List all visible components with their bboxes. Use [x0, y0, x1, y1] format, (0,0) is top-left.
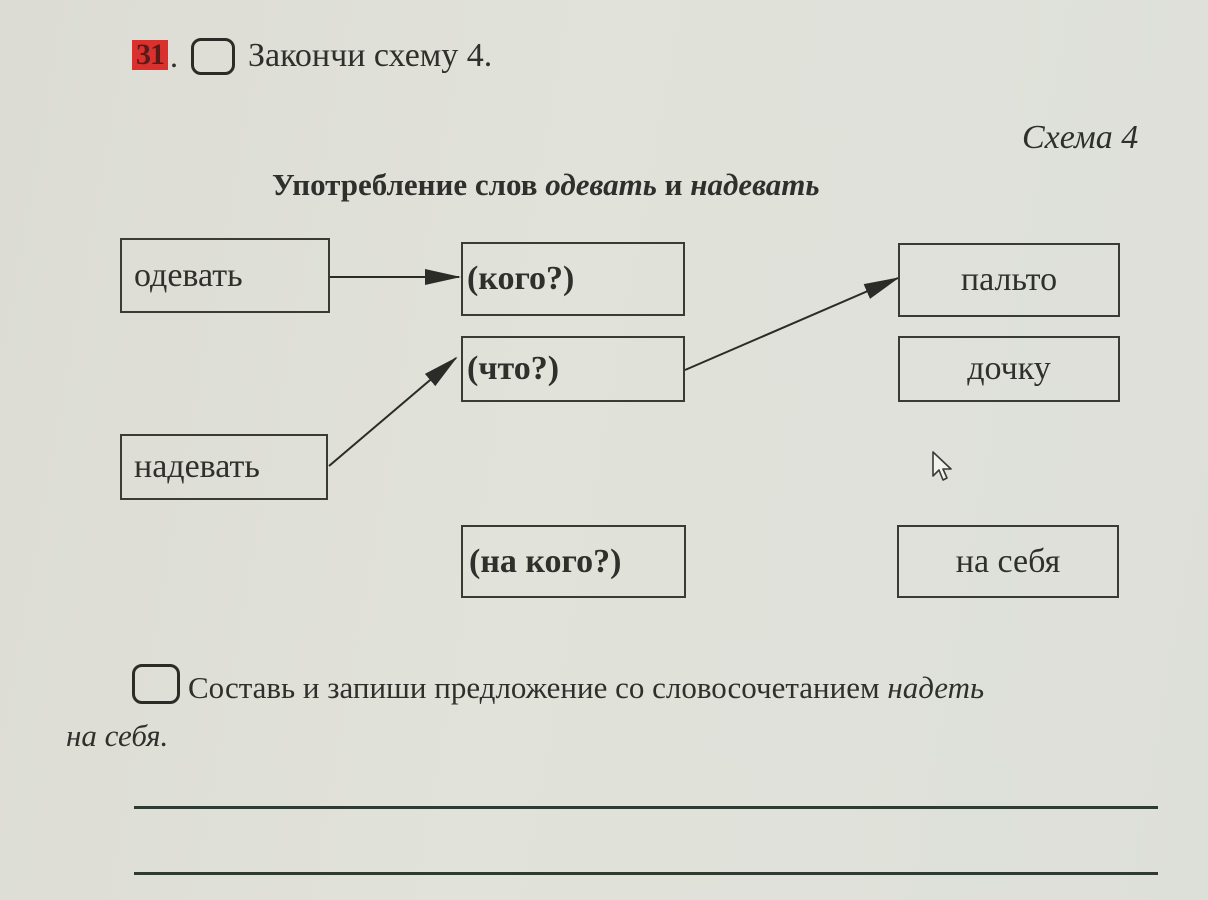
- box-na-kogo: (на кого?): [461, 525, 686, 598]
- task-checkbox[interactable]: [191, 38, 235, 75]
- heading-text-2: и: [656, 167, 691, 202]
- mouse-cursor-icon: [932, 451, 952, 481]
- instruction-italic: надеть: [887, 670, 985, 705]
- box-na-sebya: на себя: [897, 525, 1119, 598]
- scheme-heading: Употребление слов одевать и надевать: [272, 166, 820, 204]
- instruction-plain: Составь и запиши предложение со словосоч…: [188, 670, 888, 705]
- heading-text-1: Употребление слов: [272, 167, 546, 202]
- box-nadevat-rest: девать: [167, 448, 260, 485]
- task-title: Закончи схему 4.: [248, 37, 493, 74]
- box-palto: пальто: [898, 243, 1120, 317]
- task-number-dot: .: [170, 38, 178, 74]
- instruction-text: Составь и запиши предложение со словосоч…: [188, 668, 984, 708]
- box-odevat: одевать: [120, 238, 330, 313]
- instruction-checkbox[interactable]: [132, 664, 180, 704]
- answer-line-1[interactable]: [134, 806, 1158, 809]
- arrow-chto-to-palto: [684, 277, 900, 371]
- task-number-badge: 31: [132, 40, 168, 70]
- heading-word-nadevat: надевать: [690, 167, 820, 202]
- box-chto: (что?): [461, 336, 685, 402]
- box-nadevat-prefix: на: [134, 448, 168, 485]
- answer-line-2[interactable]: [134, 872, 1158, 875]
- instruction-line2: на себя.: [66, 718, 169, 753]
- box-kogo: (кого?): [461, 242, 685, 316]
- scheme-label: Схема 4: [1022, 119, 1139, 156]
- arrow-nadevat-to-chto: [328, 356, 458, 467]
- heading-word-odevat: одевать: [545, 167, 657, 202]
- box-dochku: дочку: [898, 336, 1120, 402]
- box-odevat-label: одевать: [134, 256, 243, 294]
